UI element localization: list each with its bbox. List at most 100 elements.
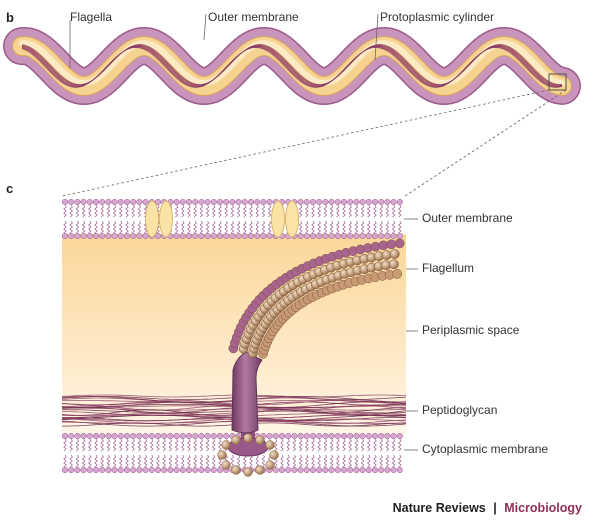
- lipid-head: [68, 232, 75, 240]
- lipid-tail: [391, 438, 396, 452]
- lipid-tail: [174, 438, 179, 452]
- lipid-head: [148, 432, 155, 440]
- lipid-head: [266, 232, 273, 240]
- lipid-head: [111, 198, 118, 206]
- lipid-tail: [88, 454, 92, 468]
- lipid-head: [359, 432, 366, 440]
- lipid-tail: [119, 454, 123, 468]
- lipid-tail: [168, 438, 173, 452]
- flagellin-bead: [394, 238, 405, 249]
- lipid-head: [74, 432, 81, 440]
- lipid-tail: [298, 220, 303, 234]
- lipid-head: [328, 232, 335, 240]
- lipid-tail: [88, 204, 92, 218]
- lipid-tail: [94, 220, 98, 234]
- outer-membrane-porins: [145, 200, 299, 238]
- lipid-head: [173, 198, 180, 206]
- lipid-tail: [354, 438, 359, 452]
- cytoplasmic-membrane-bilayer: [61, 432, 403, 474]
- lipid-tail: [69, 438, 73, 452]
- lipid-tail: [280, 438, 284, 452]
- lipid-tail: [94, 438, 98, 452]
- lipid-tail: [342, 454, 346, 468]
- lipid-tail: [280, 454, 284, 468]
- lipid-head: [316, 198, 323, 206]
- lipid-tail: [398, 438, 402, 452]
- lipid-tail: [100, 220, 104, 234]
- lipid-tail: [205, 454, 210, 468]
- lipid-head: [117, 232, 124, 240]
- lipid-head: [390, 432, 397, 440]
- lipid-tail: [131, 204, 135, 218]
- lipid-tail: [162, 438, 166, 452]
- lipid-tail: [311, 204, 315, 218]
- lipid-head: [291, 466, 298, 474]
- lipid-head: [167, 432, 174, 440]
- lipid-tail: [249, 220, 253, 234]
- lipid-head: [316, 432, 323, 440]
- lipid-head: [161, 432, 168, 440]
- lipid-head: [130, 198, 137, 206]
- lipid-head: [86, 198, 93, 206]
- lipid-head: [99, 466, 106, 474]
- lipid-head: [303, 466, 310, 474]
- lipid-head: [179, 432, 186, 440]
- lipid-tail: [329, 454, 334, 468]
- flagellin-bead: [370, 241, 381, 252]
- lipid-tail: [236, 204, 241, 218]
- lipid-head: [204, 198, 211, 206]
- lipid-tail: [305, 438, 309, 452]
- lipid-head: [309, 432, 317, 440]
- lipid-head: [390, 232, 397, 240]
- flagellin-bead: [386, 239, 397, 250]
- lipid-tail: [218, 220, 222, 234]
- lipid-head: [216, 466, 224, 474]
- lipid-tail: [329, 204, 334, 218]
- lipid-tail: [342, 204, 346, 218]
- lipid-head: [68, 466, 75, 474]
- lipid-tail: [88, 438, 92, 452]
- lipid-tail: [367, 204, 371, 218]
- lipid-tail: [274, 438, 278, 452]
- lipid-tail: [360, 438, 365, 452]
- lipid-tail: [243, 220, 247, 234]
- lipid-tail: [367, 438, 371, 452]
- motor-ring-bead: [231, 465, 241, 475]
- lipid-tail: [137, 204, 142, 218]
- lipid-head: [92, 466, 100, 474]
- lipid-tail: [119, 204, 123, 218]
- lipid-head: [384, 232, 391, 240]
- lipid-tail: [205, 204, 210, 218]
- lipid-head: [105, 232, 112, 240]
- lipid-tail: [94, 454, 98, 468]
- lipid-head: [130, 466, 137, 474]
- lipid-head: [229, 232, 236, 240]
- lipid-head: [74, 198, 81, 206]
- lipid-tail: [199, 220, 204, 234]
- lipid-head: [278, 432, 286, 440]
- lipid-head: [216, 232, 224, 240]
- lipid-tail: [391, 454, 396, 468]
- lipid-tail: [249, 454, 253, 468]
- lipid-head: [173, 232, 180, 240]
- lipid-tail: [131, 438, 135, 452]
- lipid-head: [99, 432, 106, 440]
- lipid-tail: [298, 454, 303, 468]
- lipid-tail: [212, 204, 216, 218]
- lipid-tail: [150, 438, 154, 452]
- motor-ring-bead: [269, 450, 279, 460]
- lipid-head: [278, 466, 286, 474]
- motor-ring-bead: [243, 433, 253, 443]
- lipid-head: [353, 432, 360, 440]
- flagella-fibre: [21, 47, 563, 88]
- lipid-tail: [348, 204, 352, 218]
- lipid-head: [334, 432, 341, 440]
- lipid-head: [185, 432, 193, 440]
- lipid-head: [309, 232, 317, 240]
- lipid-tail: [267, 220, 272, 234]
- lipid-tail: [137, 220, 142, 234]
- lipid-head: [99, 232, 106, 240]
- zoom-dash-left: [61, 89, 550, 197]
- lipid-head: [123, 432, 131, 440]
- flagellin-bead: [389, 249, 400, 259]
